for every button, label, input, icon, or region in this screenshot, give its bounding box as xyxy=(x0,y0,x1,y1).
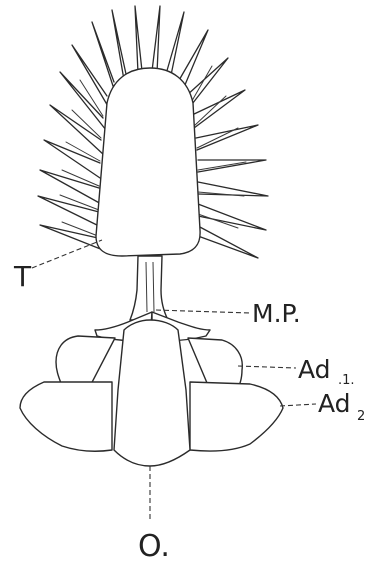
spine xyxy=(192,90,245,128)
leader-Ad2 xyxy=(280,404,316,406)
leader-Ad1 xyxy=(238,366,296,368)
spine xyxy=(135,6,142,73)
spine xyxy=(50,105,104,155)
spine xyxy=(198,160,266,172)
label-T: T xyxy=(13,260,32,293)
spine xyxy=(166,12,184,80)
oral-plate xyxy=(114,320,190,466)
spine xyxy=(196,125,258,150)
adjacent-plate-2-right xyxy=(190,382,283,451)
label-Ad2-sub: 2 xyxy=(357,409,365,424)
label-Ad2: Ad xyxy=(318,389,351,418)
spine xyxy=(92,22,115,92)
spine xyxy=(40,225,103,250)
spine xyxy=(198,226,258,258)
leader-T xyxy=(32,240,102,268)
leader-MP xyxy=(156,310,250,313)
spine xyxy=(38,196,103,228)
label-Ad1-sub: .1. xyxy=(338,373,355,388)
spine xyxy=(198,182,268,196)
top-plate xyxy=(96,68,200,256)
spine xyxy=(152,6,160,73)
label-MP: M.P. xyxy=(252,299,301,328)
spine xyxy=(112,10,126,80)
spine-inner xyxy=(60,80,103,236)
adjacent-plate-2-left xyxy=(20,382,112,451)
label-Ad1: Ad xyxy=(298,355,331,384)
label-O: O. xyxy=(138,529,170,564)
